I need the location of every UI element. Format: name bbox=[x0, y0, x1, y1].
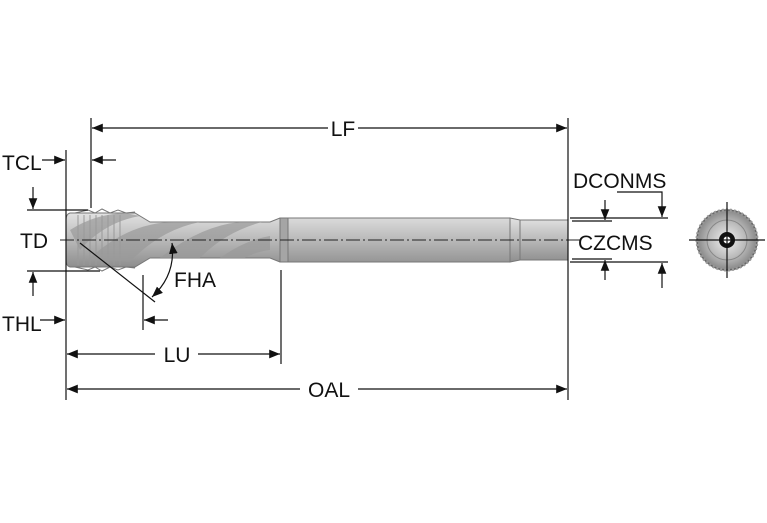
label-oal: OAL bbox=[308, 379, 350, 402]
dimension-fha: FHA bbox=[151, 242, 216, 298]
dimension-lu: LU bbox=[67, 344, 280, 367]
dimension-dconms: DCONMS bbox=[573, 170, 666, 288]
extension-lines bbox=[27, 118, 668, 400]
dimension-td: TD bbox=[20, 187, 48, 296]
tap-body bbox=[65, 208, 569, 272]
dimension-lf: LF bbox=[92, 118, 567, 141]
label-thl: THL bbox=[2, 313, 42, 336]
tap-end-view bbox=[689, 202, 765, 278]
dimension-thl: THL bbox=[2, 313, 168, 336]
label-lf: LF bbox=[331, 118, 356, 141]
label-tcl: TCL bbox=[2, 152, 42, 175]
label-fha: FHA bbox=[174, 269, 216, 292]
label-dconms: DCONMS bbox=[573, 170, 666, 193]
label-czcms: CZCMS bbox=[578, 232, 653, 255]
dimension-oal: OAL bbox=[67, 379, 567, 402]
dimension-czcms: CZCMS bbox=[578, 200, 653, 280]
label-td: TD bbox=[20, 230, 48, 253]
dimension-tcl: TCL bbox=[2, 152, 116, 175]
label-lu: LU bbox=[164, 344, 191, 367]
